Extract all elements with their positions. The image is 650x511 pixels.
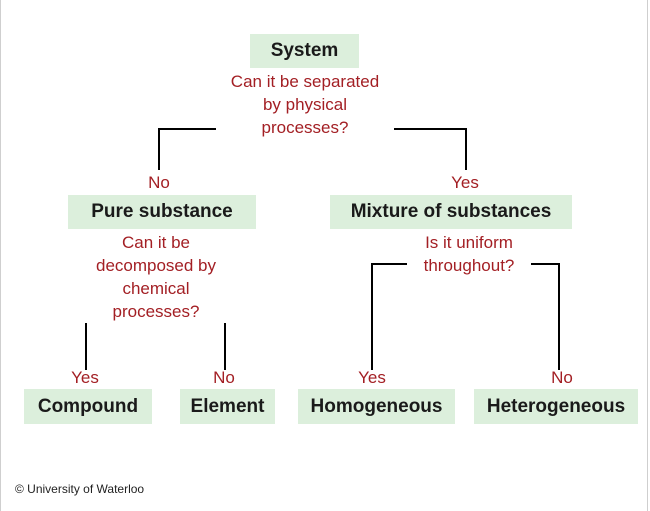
separation-question-line-2: by physical (262, 95, 348, 114)
separation-question-line-3: processes? (258, 116, 352, 139)
answer-yes-decomposable: Yes (71, 368, 99, 387)
uniformity-question: Is it uniform throughout? (407, 231, 531, 277)
uniformity-question-line-2: throughout? (420, 254, 518, 277)
mixture-connector (371, 263, 560, 370)
compound-node: Compound (24, 389, 152, 424)
homogeneous-node: Homogeneous (298, 389, 455, 424)
decomposition-question: Can it be decomposed by chemical process… (83, 231, 229, 323)
decomposition-question-line-2: decomposed by (95, 256, 217, 275)
answer-no-uniform: No (551, 368, 573, 387)
answer-yes-separable: Yes (451, 173, 479, 192)
system-node: System (250, 34, 359, 68)
element-node: Element (180, 389, 275, 424)
separation-question: Can it be separated by physical processe… (216, 70, 394, 139)
heterogeneous-node: Heterogeneous (474, 389, 638, 424)
answer-no-decomposable: No (213, 368, 235, 387)
answer-no-separable: No (148, 173, 170, 192)
separation-question-line-1: Can it be separated (230, 72, 380, 91)
decomposition-question-line-3: chemical (122, 279, 190, 298)
decomposition-question-line-4: processes? (109, 300, 203, 323)
copyright-notice: © University of Waterloo (15, 482, 145, 496)
pure-substance-node: Pure substance (68, 195, 256, 229)
decomposition-question-line-1: Can it be (121, 233, 191, 252)
uniformity-question-line-1: Is it uniform (425, 233, 513, 252)
mixture-node: Mixture of substances (330, 195, 572, 229)
answer-yes-uniform: Yes (358, 368, 386, 387)
